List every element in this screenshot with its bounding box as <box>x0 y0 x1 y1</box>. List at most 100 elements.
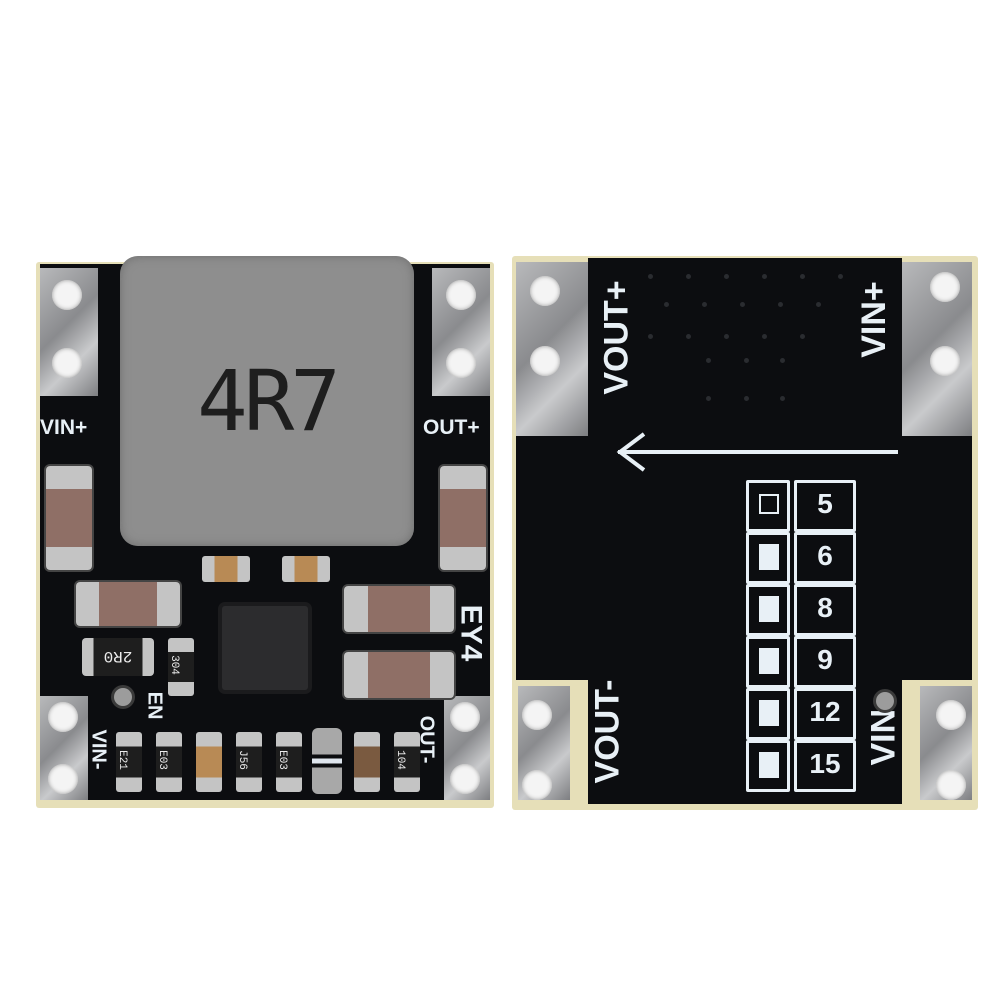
vin-minus-back-hole-1 <box>936 700 966 730</box>
via <box>816 302 821 307</box>
output-capacitor <box>440 466 486 570</box>
vin-plus-label: VIN+ <box>40 416 88 439</box>
jumper-pad-cell-15 <box>746 740 790 792</box>
vout-plus-label: VOUT+ <box>597 280 636 395</box>
resistor-e03-b-marking: E03 <box>275 750 288 770</box>
jumper-pad-cell-6 <box>746 532 790 584</box>
out-plus-hole-2 <box>446 348 476 378</box>
via <box>744 396 749 401</box>
resistor-2r0: 2R0 <box>82 638 154 676</box>
capacitor-c2 <box>344 586 454 632</box>
via <box>664 302 669 307</box>
via <box>780 358 785 363</box>
input-capacitor <box>46 466 92 570</box>
out-plus-hole-1 <box>446 280 476 310</box>
vin-plus-hole-1 <box>52 280 82 310</box>
out-minus-hole-1 <box>450 702 480 732</box>
resistor-104: 104 <box>394 732 420 792</box>
voltage-value-5: 5 <box>817 488 833 519</box>
vout-minus-hole-1 <box>522 700 552 730</box>
jumper-pad-cell-12 <box>746 688 790 740</box>
resistor-2r0-marking: 2R0 <box>103 647 133 665</box>
vin-minus-back-hole-2 <box>936 770 966 800</box>
via <box>744 358 749 363</box>
jumper-pad-cell-8 <box>746 584 790 636</box>
small-capacitor-2 <box>282 556 330 582</box>
vout-plus-hole-2 <box>530 346 560 376</box>
jumper-pad-6 <box>759 544 779 570</box>
via <box>724 334 729 339</box>
voltage-cell-5 <box>794 480 856 532</box>
vin-minus-hole-2 <box>48 764 78 794</box>
capacitor-c1 <box>76 582 180 626</box>
via <box>648 274 653 279</box>
small-capacitor-4 <box>354 732 380 792</box>
small-capacitor-1 <box>202 556 250 582</box>
direction-arrow-icon <box>616 432 646 472</box>
vin-plus-back-hole-2 <box>930 346 960 376</box>
solder-jumper <box>312 728 342 794</box>
vin-plus-back-hole-1 <box>930 272 960 302</box>
voltage-cell-9 <box>794 636 856 688</box>
resistor-e21: E21 <box>116 732 142 792</box>
via <box>740 302 745 307</box>
via <box>706 396 711 401</box>
resistor-e03-a: E03 <box>156 732 182 792</box>
voltage-value-9: 9 <box>817 644 833 675</box>
vout-plus-hole-1 <box>530 276 560 306</box>
voltage-value-15: 15 <box>809 748 841 779</box>
voltage-cell-6 <box>794 532 856 584</box>
via <box>838 274 843 279</box>
voltage-cell-12 <box>794 688 856 740</box>
vout-minus-label: VOUT- <box>588 679 627 784</box>
via <box>702 302 707 307</box>
voltage-cell-15 <box>794 740 856 792</box>
direction-arrow-shaft <box>618 450 898 454</box>
board-code-label: EY4 <box>454 604 488 662</box>
resistor-e03-a-marking: E03 <box>155 750 168 770</box>
jumper-pad-8 <box>759 596 779 622</box>
voltage-cell-8 <box>794 584 856 636</box>
buck-controller-ic <box>222 606 308 690</box>
resistor-304-marking: 304 <box>167 655 180 675</box>
jumper-pad-9 <box>759 648 779 674</box>
jumper-pad-5-open <box>759 494 779 514</box>
jumper-pad-cell-9 <box>746 636 790 688</box>
vin-minus-test-point <box>876 692 894 710</box>
voltage-value-6: 6 <box>817 540 833 571</box>
out-plus-label: OUT+ <box>423 416 480 439</box>
inductor-marking: 4R7 <box>197 352 341 450</box>
via <box>762 334 767 339</box>
vout-minus-hole-2 <box>522 770 552 800</box>
jumper-pad-15 <box>759 752 779 778</box>
resistor-e03-b: E03 <box>276 732 302 792</box>
jumper-pad-cell-5 <box>746 480 790 532</box>
vin-plus-hole-2 <box>52 348 82 378</box>
out-minus-hole-2 <box>450 764 480 794</box>
vin-plus-label-back: VIN+ <box>854 281 893 358</box>
power-inductor: 4R7 <box>120 256 414 546</box>
voltage-value-12: 12 <box>809 696 841 727</box>
via <box>800 334 805 339</box>
vin-minus-hole-1 <box>48 702 78 732</box>
resistor-j56: J56 <box>236 732 262 792</box>
via <box>800 274 805 279</box>
resistor-j56-marking: J56 <box>235 750 248 770</box>
voltage-value-8: 8 <box>817 592 833 623</box>
via <box>686 334 691 339</box>
via <box>778 302 783 307</box>
via <box>706 358 711 363</box>
jumper-pad-12 <box>759 700 779 726</box>
via <box>780 396 785 401</box>
via <box>648 334 653 339</box>
enable-label: EN <box>143 691 166 720</box>
enable-test-point <box>114 688 132 706</box>
capacitor-c3 <box>344 652 454 698</box>
via <box>762 274 767 279</box>
vin-minus-label: VIN- <box>87 729 110 770</box>
small-capacitor-3 <box>196 732 222 792</box>
resistor-e21-marking: E21 <box>115 750 128 770</box>
resistor-104-marking: 104 <box>393 750 406 770</box>
via <box>686 274 691 279</box>
via <box>724 274 729 279</box>
